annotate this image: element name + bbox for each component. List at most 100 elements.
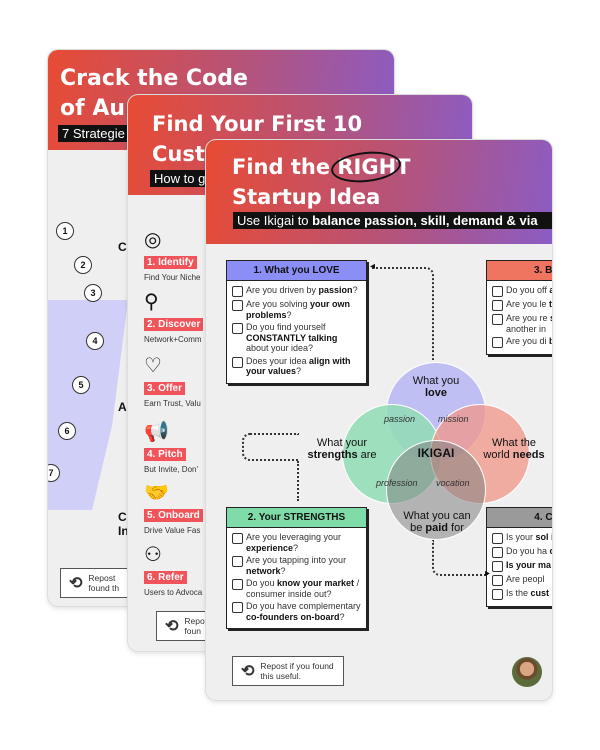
repost-callout[interactable]: ⟲Repost if you found this useful. — [232, 656, 344, 686]
checklist-item[interactable]: Are you re successfu another in — [492, 313, 552, 334]
checklist-item[interactable]: Is the cust heart of yo — [492, 588, 552, 600]
arrow-head-icon: ▸ — [485, 568, 491, 579]
users-icon: ⚇ — [144, 544, 162, 566]
repost-icon: ⟲ — [69, 575, 83, 592]
venn-center-ikigai: IKIGAI — [417, 446, 455, 460]
checklist-item[interactable]: Are you solving your own problems? — [232, 299, 362, 320]
checkbox[interactable] — [232, 300, 243, 311]
checkbox[interactable] — [232, 556, 243, 567]
checkbox[interactable] — [232, 286, 243, 297]
checklist-text: Do you find yourself CONSTANTLY talking … — [246, 322, 338, 353]
right-circled: RIGHT — [330, 148, 411, 186]
strategy-label: C — [118, 510, 127, 524]
venn-overlap-profession: profession — [376, 478, 418, 488]
checklist-text: Are you tapping into your network? — [246, 555, 347, 576]
checklist-item[interactable]: Do you know your market / consumer insid… — [232, 578, 362, 599]
checklist-text: Are you leveraging your experience? — [246, 532, 342, 553]
repost-text: Repost found th — [88, 573, 120, 593]
megaphone-icon: 📢 — [144, 421, 169, 443]
step-number: 5 — [72, 376, 90, 394]
repost-text: Repost foun — [184, 616, 212, 636]
checklist-text: Are you re successfu another in — [506, 313, 552, 334]
checklist-strengths: 2. Your STRENGTHS Are you leveraging you… — [226, 507, 367, 629]
step-number: 6 — [58, 422, 76, 440]
checkbox[interactable] — [232, 602, 243, 613]
dotted-arrow — [297, 461, 299, 501]
checkbox[interactable] — [492, 314, 503, 325]
checklist-text: Do you have complementary co-founders on… — [246, 601, 361, 622]
checkbox[interactable] — [492, 589, 503, 600]
checklist-item[interactable]: Do you off approach' — [492, 285, 552, 297]
handshake-icon: 🤝 — [144, 482, 169, 504]
checklist-item[interactable]: Are you tapping into your network? — [232, 555, 362, 576]
checklist-text: Are you solving your own problems? — [246, 299, 351, 320]
checklist-title: 1. What you LOVE — [227, 261, 366, 281]
hand-heart-icon: ♡ — [144, 355, 162, 377]
strategy-label: C — [118, 240, 127, 254]
checklist-text: Are you driven by passion? — [246, 285, 358, 295]
dotted-arrow — [432, 540, 488, 576]
repost-icon: ⟲ — [241, 663, 255, 680]
dotted-arrow — [372, 267, 434, 360]
checkbox[interactable] — [232, 356, 243, 368]
step-number: 1 — [56, 222, 74, 240]
checkbox[interactable] — [492, 337, 503, 348]
checkbox[interactable] — [232, 323, 243, 334]
iceberg-illustration — [48, 300, 128, 510]
checklist-text: Do you off approach' — [506, 285, 552, 295]
strategy-label: In — [118, 524, 129, 538]
repost-icon: ⟲ — [165, 618, 179, 635]
checklist-item[interactable]: Does your idea align with your values? — [232, 356, 362, 377]
checklist-text: Is your sol is out ther — [506, 532, 552, 542]
checklist-item[interactable]: Are you di broken in — [492, 336, 552, 348]
target-icon: ◎ — [144, 229, 162, 251]
checkbox[interactable] — [232, 579, 243, 590]
checklist-item[interactable]: Is your ma to sustain — [492, 560, 552, 572]
checkbox[interactable] — [232, 533, 243, 544]
checkbox[interactable] — [492, 300, 503, 311]
checklist-item[interactable]: Are you driven by passion? — [232, 285, 362, 297]
step-number: 2 — [74, 256, 92, 274]
card-subtitle: Use Ikigai to balance passion, skill, de… — [233, 212, 552, 229]
venn-overlap-mission: mission — [438, 414, 469, 424]
step-number: 3 — [84, 284, 102, 302]
checklist-item[interactable]: Are you le technolog — [492, 299, 552, 311]
checkbox[interactable] — [492, 286, 503, 297]
card-subtitle: 7 Strategie — [58, 125, 129, 142]
checklist-text: Does your idea align with your values? — [246, 355, 351, 377]
checkbox[interactable] — [492, 575, 503, 586]
checklist-item[interactable]: Are you leveraging your experience? — [232, 532, 362, 553]
checklist-text: Is the cust heart of yo — [506, 588, 552, 598]
card-subtitle: How to g — [150, 170, 210, 187]
venn-overlap-vocation: vocation — [436, 478, 470, 488]
author-avatar[interactable] — [512, 657, 542, 687]
checklist-text: Do you ha of revenu — [506, 546, 552, 556]
step-number: 4 — [86, 332, 104, 350]
checkbox[interactable] — [492, 533, 503, 544]
checklist-item[interactable]: Do you find yourself CONSTANTLY talking … — [232, 322, 362, 354]
checklist-item[interactable]: Do you ha of revenu — [492, 546, 552, 558]
checklist-item[interactable]: Are peopl — [492, 574, 552, 586]
checklist-paid: 4. Can yo Is your sol is out therDo you … — [486, 507, 552, 607]
checklist-building: 3. Buildin Do you off approach'Are you l… — [486, 260, 552, 355]
checkbox[interactable] — [492, 547, 503, 558]
venn-overlap-passion: passion — [384, 414, 416, 424]
checklist-item[interactable]: Is your sol is out ther — [492, 532, 552, 544]
checklist-text: Are peopl — [506, 574, 545, 584]
checklist-text: Are you di broken in — [506, 336, 552, 346]
checkbox[interactable] — [492, 561, 503, 572]
magnifier-icon: ⚲ — [144, 291, 159, 313]
checklist-item[interactable]: Do you have complementary co-founders on… — [232, 601, 362, 622]
